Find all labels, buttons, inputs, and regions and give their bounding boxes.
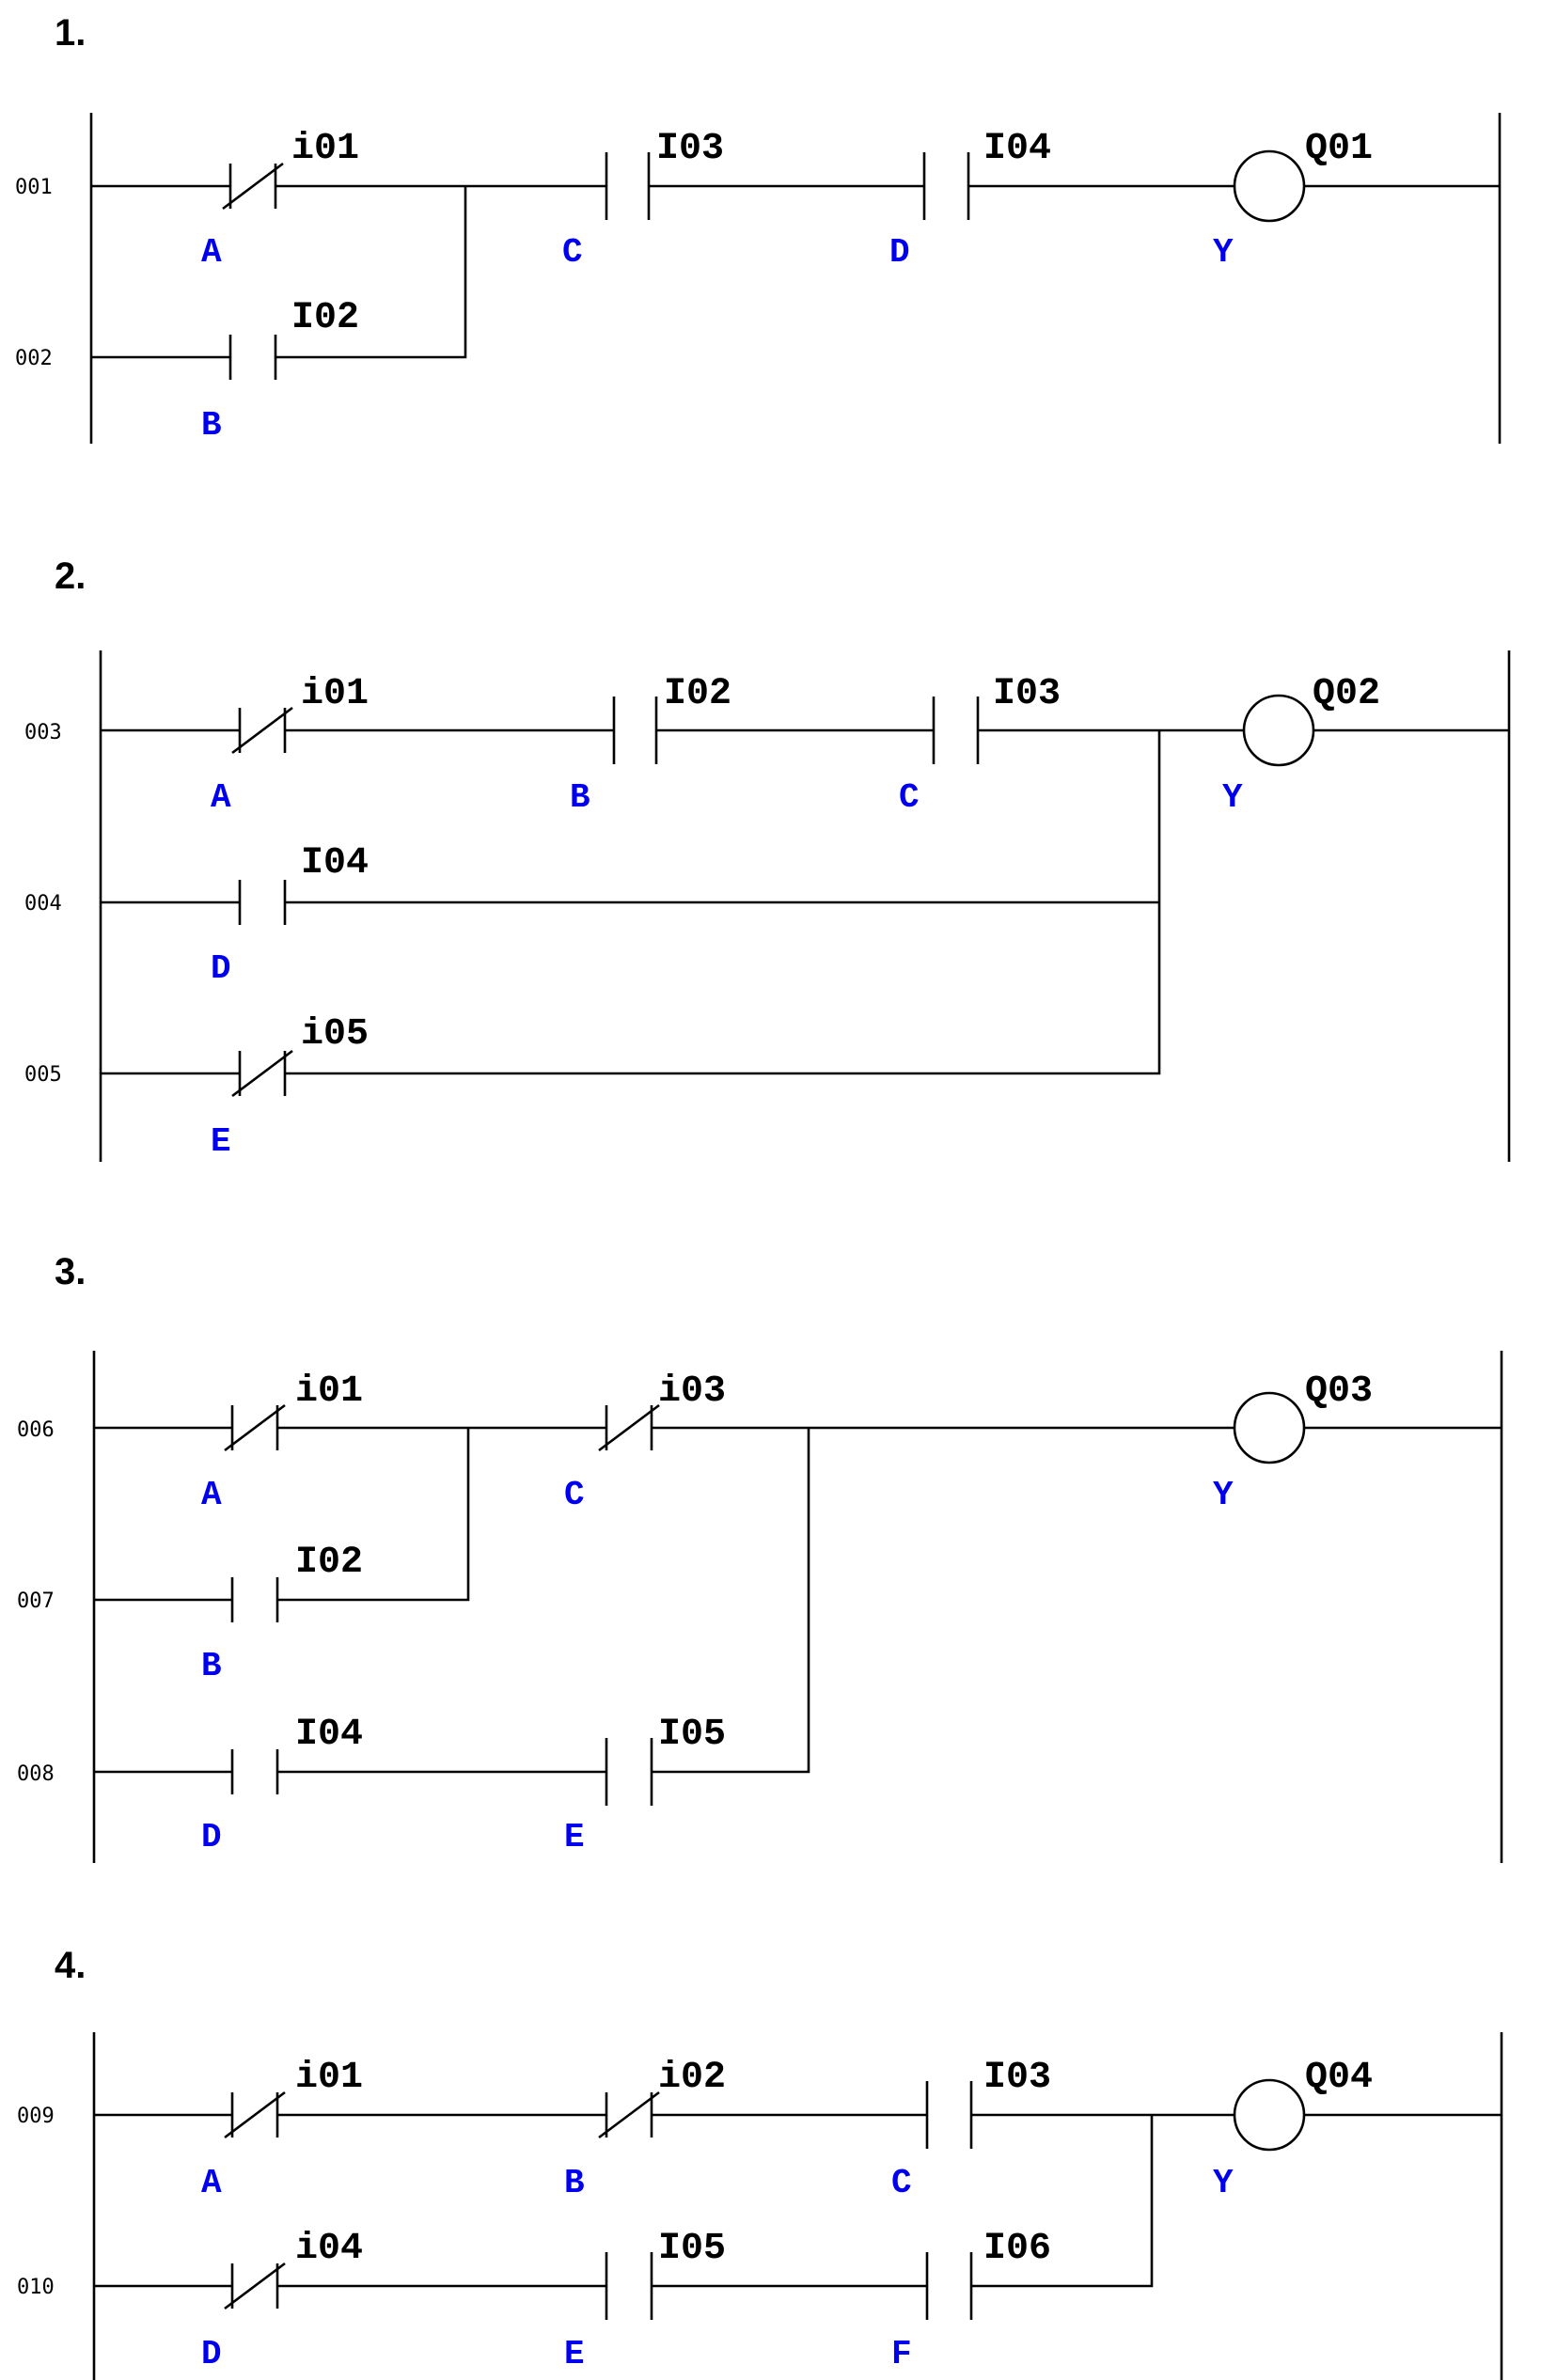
rung-wire	[94, 1428, 810, 1774]
ladder-diagram-4: 4. 009 010 i01 A i02 B I03	[17, 1945, 1503, 2380]
contact-variable: E	[564, 1818, 585, 1856]
no-contact: I05 E	[564, 1714, 726, 1856]
contact-address: i05	[301, 1013, 369, 1056]
contact-variable: B	[201, 1647, 222, 1685]
rung-number: 001	[15, 176, 53, 199]
coil-variable: Y	[1222, 778, 1243, 817]
nc-contact: i05 E	[211, 1013, 369, 1161]
contact-variable: E	[211, 1122, 231, 1161]
rung-number: 010	[17, 2276, 55, 2299]
contact-variable: D	[889, 233, 910, 272]
contact-address: I04	[983, 128, 1051, 170]
rung-number: 003	[24, 721, 62, 744]
no-contact: I05 E	[564, 2228, 726, 2373]
contact-address: I03	[993, 673, 1061, 715]
no-contact: I02 B	[570, 673, 731, 817]
rung-wire	[94, 1428, 470, 1602]
diagram-number: 1.	[55, 12, 86, 54]
ladder-diagram-3: 3. 006 007 008 i01 A i03 C	[17, 1251, 1503, 1863]
contact-variable: C	[891, 2164, 912, 2202]
output-coil: Q01 Y	[1213, 128, 1373, 272]
contact-variable: A	[211, 778, 231, 817]
contact-address: I05	[658, 1714, 726, 1756]
coil-variable: Y	[1213, 1476, 1234, 1514]
contact-variable: E	[564, 2335, 585, 2373]
rung-wire	[94, 2115, 1154, 2288]
nc-contact: i01 A	[201, 1370, 363, 1514]
no-contact: I02 B	[201, 1542, 363, 1685]
no-contact: I02 B	[201, 297, 359, 445]
no-contact: I03 C	[899, 673, 1061, 817]
contact-variable: A	[201, 2164, 222, 2202]
contact-variable: A	[201, 1476, 222, 1514]
coil-variable: Y	[1213, 2164, 1234, 2202]
contact-address: i01	[295, 2057, 363, 2099]
output-coil: Q03 Y	[1213, 1370, 1373, 1514]
output-coil: Q02 Y	[1222, 673, 1380, 817]
rung-wire	[101, 730, 1161, 1075]
contact-address: i01	[295, 1370, 363, 1413]
contact-address: I06	[983, 2228, 1051, 2270]
contact-variable: C	[564, 1476, 585, 1514]
no-contact: I04 D	[201, 1714, 363, 1856]
contact-address: i02	[658, 2057, 726, 2099]
rung-wire	[91, 186, 467, 359]
ladder-diagram-1: 1. 001 002 i01 A I02 B I03 C	[15, 12, 1502, 445]
output-coil: Q04 Y	[1213, 2057, 1373, 2202]
coil-address: Q01	[1305, 128, 1373, 170]
coil-address: Q02	[1313, 673, 1380, 715]
coil-variable: Y	[1213, 233, 1234, 272]
diagram-number: 4.	[55, 1945, 86, 1986]
contact-address: i03	[658, 1370, 726, 1413]
nc-contact: i01 A	[201, 128, 359, 272]
rung-number: 004	[24, 892, 62, 916]
ladder-diagram-2: 2. 003 004 005 i01 A I02 B	[24, 556, 1511, 1162]
contact-variable: D	[211, 949, 231, 988]
contact-address: i01	[291, 128, 359, 170]
diagram-number: 2.	[55, 556, 86, 597]
contact-address: i04	[295, 2228, 363, 2270]
contact-address: I03	[656, 128, 724, 170]
nc-contact: i03 C	[564, 1370, 726, 1514]
rung-number: 007	[17, 1589, 55, 1613]
rung-number: 009	[17, 2105, 55, 2128]
rung-number: 008	[17, 1762, 55, 1786]
contact-address: I04	[295, 1714, 363, 1756]
no-contact: I06 F	[891, 2228, 1051, 2373]
coil-address: Q03	[1305, 1370, 1373, 1413]
nc-contact: i01 A	[201, 2057, 363, 2202]
contact-address: i01	[301, 673, 369, 715]
no-contact: I03 C	[891, 2057, 1051, 2202]
coil-address: Q04	[1305, 2057, 1373, 2099]
nc-contact: i02 B	[564, 2057, 726, 2202]
diagram-number: 3.	[55, 1251, 86, 1292]
rung-number: 006	[17, 1418, 55, 1442]
nc-contact: i01 A	[211, 673, 369, 817]
contact-variable: D	[201, 1818, 222, 1856]
no-contact: I03 C	[562, 128, 724, 272]
contact-address: I04	[301, 842, 369, 885]
contact-variable: B	[564, 2164, 585, 2202]
contact-address: I02	[291, 297, 359, 339]
contact-address: I05	[658, 2228, 726, 2270]
contact-variable: A	[201, 233, 222, 272]
contact-variable: B	[570, 778, 590, 817]
contact-variable: C	[562, 233, 583, 272]
nc-contact: i04 D	[201, 2228, 363, 2373]
contact-address: I03	[983, 2057, 1051, 2099]
contact-address: I02	[664, 673, 731, 715]
no-contact: I04 D	[889, 128, 1051, 272]
contact-address: I02	[295, 1542, 363, 1584]
contact-variable: F	[891, 2335, 912, 2373]
contact-variable: C	[899, 778, 920, 817]
rung-number: 005	[24, 1063, 62, 1087]
rung-number: 002	[15, 347, 53, 370]
no-contact: I04 D	[211, 842, 369, 988]
contact-variable: B	[201, 406, 222, 445]
contact-variable: D	[201, 2335, 222, 2373]
